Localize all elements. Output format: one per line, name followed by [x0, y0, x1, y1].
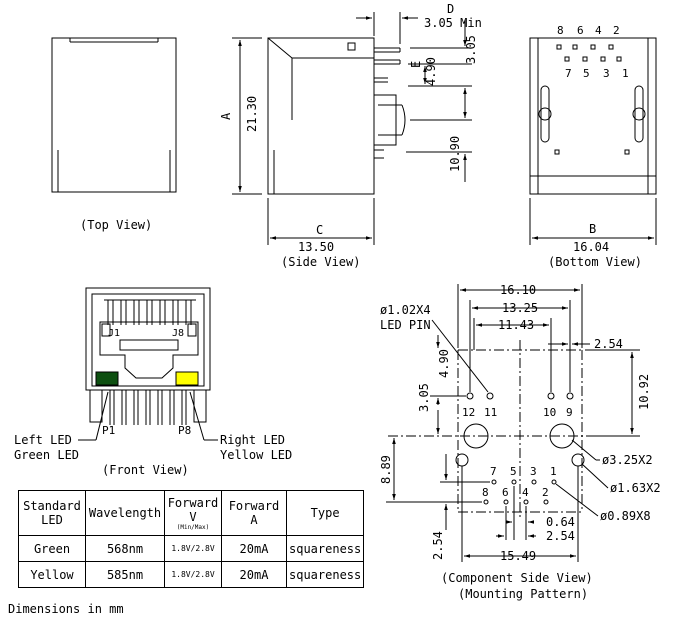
dim-1090: 10.90: [448, 136, 462, 172]
led-pin-10: 10: [543, 406, 556, 419]
table-row: Yellow 585nm 1.8V/2.8V 20mA squareness: [18, 561, 365, 588]
dim-e-label: E: [409, 61, 423, 68]
led-pin-11: 11: [484, 406, 497, 419]
row-forward-v: 1.8V/2.8V: [164, 535, 222, 562]
front-j1: J1: [108, 328, 120, 339]
header-wavelength: Wavelength: [85, 490, 165, 536]
bottom-pin-4: 4: [595, 24, 602, 37]
comp-pin-7: 7: [490, 465, 497, 478]
row-type: squareness: [285, 535, 365, 562]
side-view-caption: (Side View): [281, 255, 360, 269]
dim-1325: 13.25: [502, 301, 538, 315]
top-view: [51, 37, 177, 193]
header-standard-led: Standard LED: [18, 490, 86, 536]
bottom-view: [529, 37, 657, 245]
bottom-pin-8: 8: [557, 24, 564, 37]
row-led: Green: [18, 535, 86, 562]
table-row: Green 568nm 1.8V/2.8V 20mA squareness: [18, 535, 365, 562]
dim-d-value: 3.05 Min: [424, 16, 482, 30]
row-forward-a: 20mA: [221, 535, 287, 562]
header-forward-v-unit: (Min/Max): [176, 523, 210, 531]
component-view-caption: (Component Side View): [441, 571, 593, 585]
led-pin-size: ø1.02X4: [380, 303, 431, 317]
comp-pin-8: 8: [482, 486, 489, 499]
dim-e-value: 4.90: [424, 57, 438, 86]
bottom-pin-2: 2: [613, 24, 620, 37]
bottom-pin-7: 7: [565, 67, 572, 80]
left-led-label: Left LED: [14, 433, 72, 447]
comp-pin-2: 2: [542, 486, 549, 499]
comp-pin-6: 6: [502, 486, 509, 499]
comp-pin-1: 1: [550, 465, 557, 478]
bottom-pin-5: 5: [583, 67, 590, 80]
bottom-view-caption: (Bottom View): [548, 255, 642, 269]
front-p8: P8: [178, 424, 191, 437]
dim-490: 4.90: [437, 349, 451, 378]
dim-a-label: A: [219, 112, 233, 120]
row-forward-v: 1.8V/2.8V: [164, 561, 222, 588]
row-wavelength: 568nm: [85, 535, 165, 562]
units-note: Dimensions in mm: [8, 602, 124, 616]
row-wavelength: 585nm: [85, 561, 165, 588]
header-forward-a: Forward A: [221, 490, 287, 536]
left-led-color: Green LED: [14, 448, 79, 462]
dim-1549: 15.49: [500, 549, 536, 563]
yellow-led: [175, 371, 199, 386]
dim-064: 0.64: [546, 515, 575, 529]
pin-indicator: [347, 42, 356, 51]
row-led: Yellow: [18, 561, 86, 588]
front-j8: J8: [172, 328, 184, 339]
contacts: [104, 299, 196, 325]
comp-pin-4: 4: [522, 486, 529, 499]
dim-254-top: 2.54: [594, 337, 623, 351]
led-pin-9: 9: [566, 406, 573, 419]
green-led: [95, 371, 119, 386]
table-header-row: Standard LED Wavelength Forward V(Min/Ma…: [18, 490, 365, 536]
led-spec-table: Standard LED Wavelength Forward V(Min/Ma…: [18, 490, 365, 588]
hole-325-label: ø3.25X2: [602, 453, 653, 467]
header-forward-v-label: Forward V: [167, 495, 219, 524]
hole-163-label: ø1.63X2: [610, 481, 661, 495]
led-pin-label: LED PIN: [380, 318, 431, 332]
right-led-color: Yellow LED: [220, 448, 292, 462]
front-p1: P1: [102, 424, 115, 437]
dim-c-label: C: [316, 223, 323, 237]
dim-254-bot: 2.54: [546, 529, 575, 543]
comp-pin-5: 5: [510, 465, 517, 478]
right-led-label: Right LED: [220, 433, 285, 447]
dim-1610: 16.10: [500, 283, 536, 297]
dim-b-label: B: [589, 222, 596, 236]
header-forward-v: Forward V(Min/Max): [164, 490, 222, 536]
dim-c-value: 13.50: [298, 240, 334, 254]
row-forward-a: 20mA: [221, 561, 287, 588]
dim-1143: 11.43: [498, 318, 534, 332]
header-type: Type: [285, 490, 365, 536]
dim-305-comp: 3.05: [417, 383, 431, 412]
led-pin-12: 12: [462, 406, 475, 419]
bottom-pin-6: 6: [577, 24, 584, 37]
bottom-pin-1: 1: [622, 67, 629, 80]
mounting-pattern-caption: (Mounting Pattern): [458, 587, 588, 601]
hole-089-label: ø0.89X8: [600, 509, 651, 523]
dim-1092: 10.92: [637, 374, 651, 410]
bottom-pin-3: 3: [603, 67, 610, 80]
labels: (Top View) A 21.30 C 13.50 (Side View) D…: [14, 2, 661, 601]
front-view-caption: (Front View): [102, 463, 189, 477]
side-view: [232, 12, 472, 245]
top-view-caption: (Top View): [80, 218, 152, 232]
comp-pin-3: 3: [530, 465, 537, 478]
dim-305-side: 3.05: [464, 35, 478, 64]
dim-d-label: D: [447, 2, 454, 16]
dim-254-left: 2.54: [431, 531, 445, 560]
component-side-view: [386, 284, 640, 562]
dim-b-value: 16.04: [573, 240, 609, 254]
dim-a-value: 21.30: [245, 96, 259, 132]
front-view: [78, 287, 218, 441]
dim-889: 8.89: [379, 455, 393, 484]
row-type: squareness: [285, 561, 365, 588]
